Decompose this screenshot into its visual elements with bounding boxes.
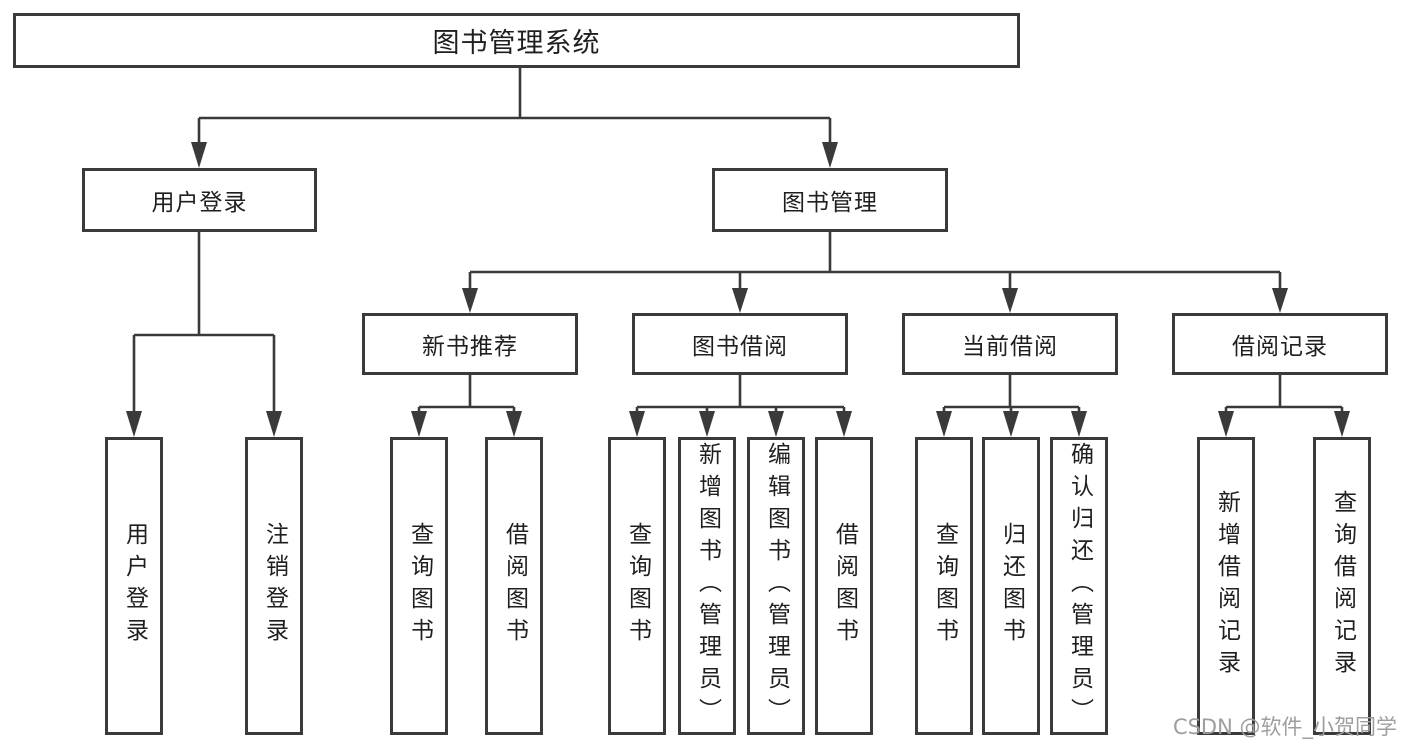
- leaf-current-return-book-label: 归还图书: [998, 522, 1025, 650]
- node-book-borrow: 图书借阅: [632, 313, 848, 375]
- node-book-management-label: 图书管理: [782, 190, 878, 216]
- arrow-down-icon: [1218, 411, 1234, 437]
- leaf-recommend-query-book: 查询图书: [390, 437, 448, 735]
- node-book-management: 图书管理: [712, 168, 948, 232]
- arrow-down-icon: [936, 411, 952, 437]
- leaf-borrow-edit-book-admin-label: 编辑图书（管理员）: [763, 442, 790, 730]
- arrow-down-icon: [699, 411, 715, 437]
- arrow-down-icon: [1334, 411, 1350, 437]
- arrow-down-icon: [126, 411, 142, 437]
- node-user-login-label: 用户登录: [151, 190, 248, 216]
- arrow-down-icon: [266, 411, 282, 437]
- node-new-book-recommend-label: 新书推荐: [422, 334, 518, 360]
- leaf-current-confirm-return-admin-label: 确认归还（管理员）: [1066, 442, 1093, 730]
- node-borrow-record: 借阅记录: [1172, 313, 1388, 375]
- leaf-record-query-label: 查询借阅记录: [1329, 490, 1356, 682]
- arrow-down-icon: [1002, 288, 1018, 313]
- node-borrow-record-label: 借阅记录: [1232, 334, 1328, 360]
- node-root-label: 图书管理系统: [432, 28, 601, 59]
- leaf-recommend-borrow-book-label: 借阅图书: [501, 522, 528, 650]
- arrow-down-icon: [732, 288, 748, 313]
- arrow-down-icon: [822, 142, 838, 168]
- leaf-user-login-label: 用户登录: [121, 522, 148, 650]
- leaf-borrow-edit-book-admin: 编辑图书（管理员）: [747, 437, 805, 735]
- csdn-watermark: CSDN @软件_小贺同学: [1172, 715, 1397, 739]
- arrow-down-icon: [411, 411, 427, 437]
- node-current-borrow: 当前借阅: [902, 313, 1118, 375]
- node-new-book-recommend: 新书推荐: [362, 313, 578, 375]
- leaf-borrow-borrow-book-label: 借阅图书: [831, 522, 858, 650]
- leaf-current-query-book-label: 查询图书: [931, 522, 958, 650]
- node-user-login: 用户登录: [82, 168, 317, 232]
- leaf-current-confirm-return-admin: 确认归还（管理员）: [1050, 437, 1108, 735]
- leaf-borrow-query-book: 查询图书: [608, 437, 666, 735]
- leaf-borrow-add-book-admin-label: 新增图书（管理员）: [694, 442, 721, 730]
- leaf-record-add-label: 新增借阅记录: [1213, 490, 1240, 682]
- leaf-record-query: 查询借阅记录: [1313, 437, 1371, 735]
- arrow-down-icon: [191, 142, 207, 168]
- leaf-current-query-book: 查询图书: [915, 437, 973, 735]
- node-root: 图书管理系统: [13, 13, 1020, 68]
- arrow-down-icon: [768, 411, 784, 437]
- leaf-current-return-book: 归还图书: [982, 437, 1040, 735]
- leaf-borrow-query-book-label: 查询图书: [624, 522, 651, 650]
- leaf-logout-label: 注销登录: [261, 522, 288, 650]
- leaf-logout: 注销登录: [245, 437, 303, 735]
- leaf-recommend-query-book-label: 查询图书: [406, 522, 433, 650]
- node-book-borrow-label: 图书借阅: [692, 334, 788, 360]
- arrow-down-icon: [506, 411, 522, 437]
- arrow-down-icon: [1071, 411, 1087, 437]
- arrow-down-icon: [1272, 288, 1288, 313]
- node-current-borrow-label: 当前借阅: [962, 334, 1058, 360]
- leaf-record-add: 新增借阅记录: [1197, 437, 1255, 735]
- leaf-recommend-borrow-book: 借阅图书: [485, 437, 543, 735]
- leaf-borrow-add-book-admin: 新增图书（管理员）: [678, 437, 736, 735]
- leaf-borrow-borrow-book: 借阅图书: [815, 437, 873, 735]
- arrow-down-icon: [1003, 411, 1019, 437]
- arrow-down-icon: [462, 288, 478, 313]
- arrow-down-icon: [629, 411, 645, 437]
- arrow-down-icon: [836, 411, 852, 437]
- leaf-user-login: 用户登录: [105, 437, 163, 735]
